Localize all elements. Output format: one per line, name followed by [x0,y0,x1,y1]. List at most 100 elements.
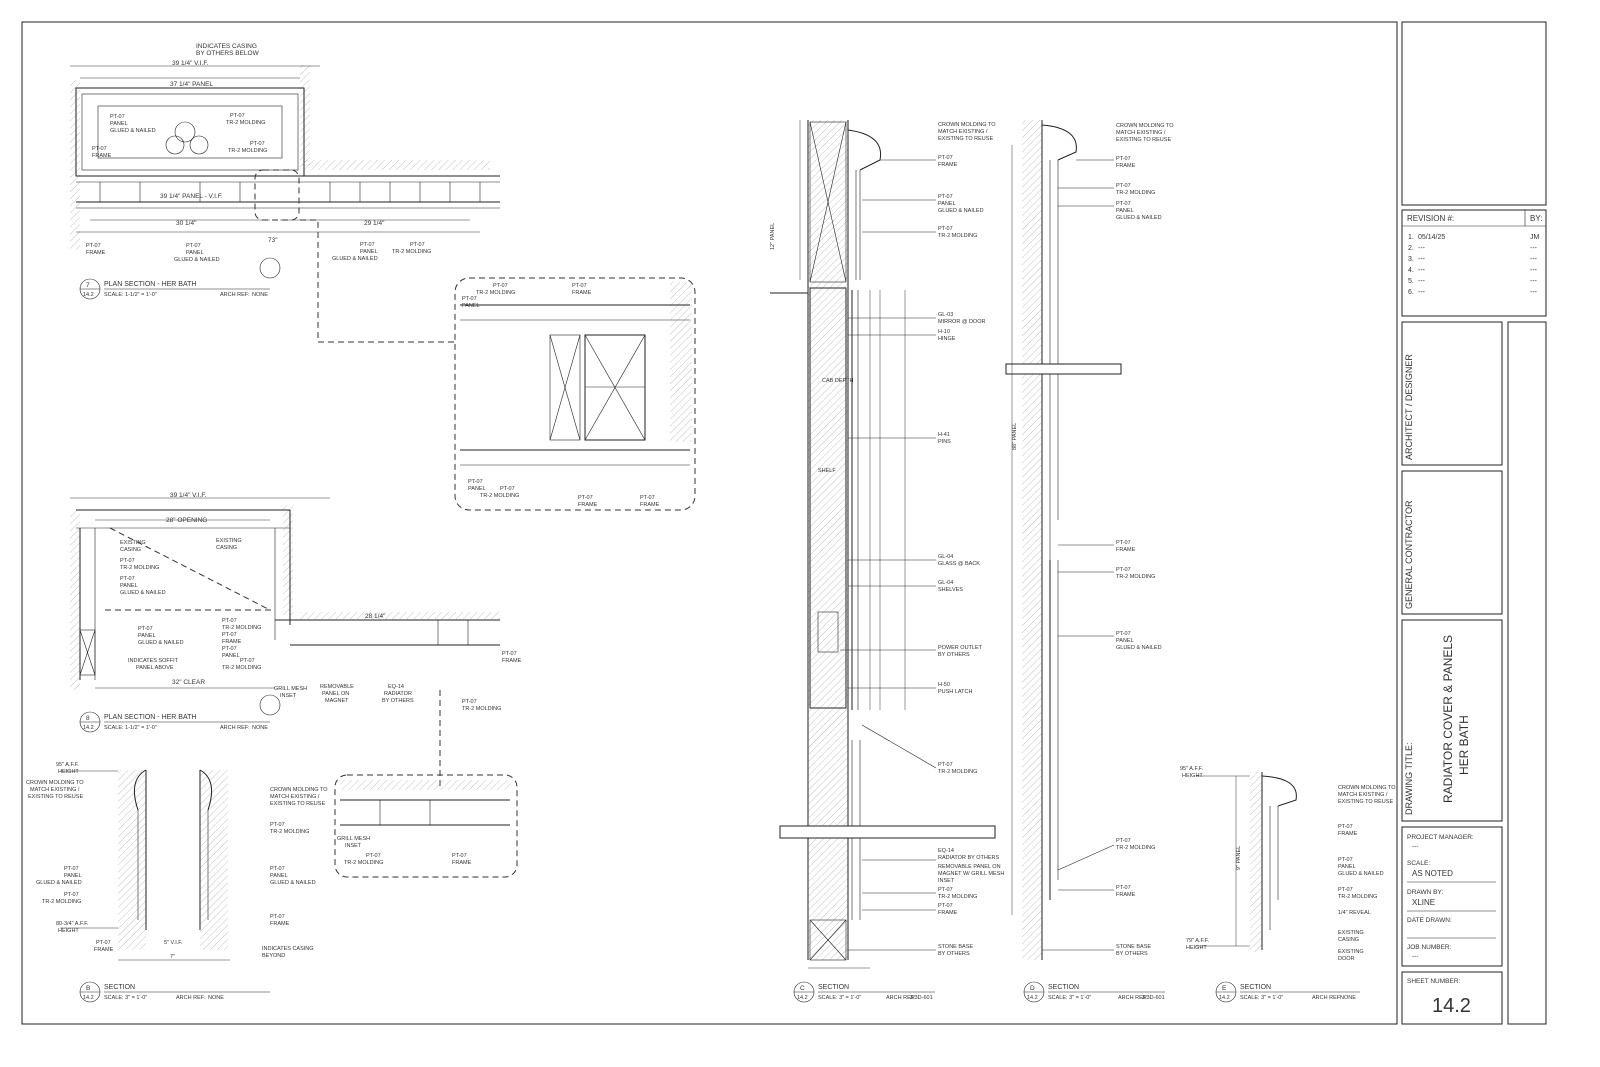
svg-text:4.: 4. [1408,267,1414,274]
svg-text:PT-07: PT-07 [572,283,587,289]
architect-label: ARCHITECT / DESIGNER [1404,354,1414,460]
svg-text:PT-07: PT-07 [640,495,655,501]
svg-text:EXISTING TO REUSE: EXISTING TO REUSE [938,136,993,142]
svg-text:73": 73" [268,237,278,244]
svg-text:MAGNET W/ GRILL MESH: MAGNET W/ GRILL MESH [938,871,1004,877]
svg-text:EXISTING: EXISTING [216,538,242,544]
svg-text:TR-2 MOLDING: TR-2 MOLDING [226,120,265,126]
svg-text:37 1/4" PANEL: 37 1/4" PANEL [170,81,213,88]
svg-text:TR-2 MOLDING: TR-2 MOLDING [1116,845,1155,851]
svg-text:TR-2 MOLDING: TR-2 MOLDING [462,706,501,712]
revision-header: REVISION #: [1407,214,1454,223]
svg-text:GRILL MESH: GRILL MESH [337,836,370,842]
svg-text:PT-07: PT-07 [1116,885,1131,891]
svg-text:14.2: 14.2 [83,995,94,1001]
svg-text:8: 8 [86,715,90,722]
svg-text:PT-07: PT-07 [1116,540,1131,546]
svg-text:PT-07: PT-07 [493,283,508,289]
svg-text:NONE: NONE [252,292,268,298]
svg-text:CAB DEPTH: CAB DEPTH [822,378,854,384]
svg-text:PT-07: PT-07 [578,495,593,501]
svg-text:PANEL: PANEL [64,873,82,879]
svg-text:TR-2 MOLDING: TR-2 MOLDING [938,233,977,239]
svg-text:---: --- [1530,256,1538,263]
svg-text:PT-07: PT-07 [120,558,135,564]
svg-text:FRAME: FRAME [86,250,106,256]
svg-text:GLUED & NAILED: GLUED & NAILED [1116,645,1162,651]
svg-text:SHELVES: SHELVES [938,587,963,593]
section-e-notes: CROWN MOLDING TO MATCH EXISTING / EXISTI… [1338,785,1396,962]
svg-text:PT-07: PT-07 [938,155,953,161]
title-block: REVISION #: BY: 1. 05/14/25 JM 2. --- --… [1401,21,1547,1025]
svg-text:TR-2 MOLDING: TR-2 MOLDING [222,665,261,671]
svg-text:DATE DRAWN:: DATE DRAWN: [1407,917,1452,924]
svg-text:GLUED & NAILED: GLUED & NAILED [938,208,984,214]
svg-text:PT-07: PT-07 [64,866,79,872]
svg-text:PT-07: PT-07 [96,940,111,946]
svg-text:PT-07: PT-07 [452,853,467,859]
svg-text:INSET: INSET [280,693,297,699]
svg-text:PANEL: PANEL [938,201,956,207]
section-d: 88" PANEL CROWN MOLDING TO MATCH EXISTIN… [1005,120,1174,1003]
svg-text:---: --- [1530,245,1538,252]
svg-text:FRAME: FRAME [1116,547,1136,553]
svg-text:14.2: 14.2 [1027,995,1038,1001]
svg-text:BEYOND: BEYOND [262,953,285,959]
svg-text:CROWN MOLDING TO: CROWN MOLDING TO [938,122,996,128]
svg-text:INDICATES CASING: INDICATES CASING [196,43,257,50]
view-title: SECTION [818,984,849,991]
svg-text:2.: 2. [1408,245,1414,252]
architect-box [1401,321,1503,466]
svg-text:7": 7" [170,954,175,960]
svg-text:REMOVABLE PANEL ON: REMOVABLE PANEL ON [938,864,1001,870]
svg-text:STONE BASE: STONE BASE [938,944,973,950]
svg-text:SCALE: 1-1/2" = 1'-0": SCALE: 1-1/2" = 1'-0" [104,725,157,731]
svg-text:80-3/4" A.F.F.: 80-3/4" A.F.F. [56,921,89,927]
svg-text:POWER OUTLET: POWER OUTLET [938,645,983,651]
svg-text:DRAWN BY:: DRAWN BY: [1407,889,1443,896]
svg-text:14.2: 14.2 [1219,995,1230,1001]
svg-text:PT-07: PT-07 [230,113,245,119]
svg-text:EQ-14: EQ-14 [938,848,954,854]
svg-text:MATCH EXISTING /: MATCH EXISTING / [30,787,80,793]
svg-text:14.2: 14.2 [83,292,94,298]
svg-text:TR-2 MOLDING: TR-2 MOLDING [480,493,519,499]
svg-text:PT-07: PT-07 [1116,567,1131,573]
svg-text:SHEET NUMBER:: SHEET NUMBER: [1407,978,1461,985]
contractor-label: GENERAL CONTRACTOR [1404,500,1414,609]
svg-text:CASING: CASING [216,545,237,551]
svg-text:PT-07: PT-07 [1338,887,1353,893]
svg-text:PT-07: PT-07 [462,699,477,705]
svg-text:MATCH EXISTING /: MATCH EXISTING / [1116,130,1166,136]
svg-text:---: --- [1418,289,1426,296]
svg-text:TR-2 MOLDING: TR-2 MOLDING [344,860,383,866]
svg-text:SHELF: SHELF [818,468,836,474]
svg-text:PT-07: PT-07 [250,141,265,147]
view-title: PLAN SECTION - HER BATH [104,714,196,721]
plan-section-7: INDICATES CASING BY OTHERS BELOW 39 1/4"… [70,43,500,300]
svg-text:HEIGHT: HEIGHT [1182,773,1203,779]
revision-row: 6. --- --- [1408,289,1538,296]
svg-text:D: D [1030,985,1035,992]
svg-text:PT-07: PT-07 [410,242,425,248]
svg-text:FRAME: FRAME [938,162,958,168]
svg-text:EXISTING TO REUSE: EXISTING TO REUSE [1338,799,1393,805]
svg-text:FRAME: FRAME [94,947,114,953]
svg-text:FRAME: FRAME [222,639,242,645]
svg-text:PT-07: PT-07 [502,651,517,657]
logo-box [1401,21,1547,206]
plan-section-8: 39 1/4" V.I.F. 28" OPENING 32" CLEAR 28 … [70,492,522,733]
svg-text:GL-04: GL-04 [938,580,953,586]
svg-text:PANEL: PANEL [270,873,288,879]
svg-text:EXISTING: EXISTING [1338,930,1364,936]
svg-text:RADIATOR BY OTHERS: RADIATOR BY OTHERS [938,855,999,861]
svg-text:JM: JM [1530,234,1540,241]
svg-text:TR-2 MOLDING: TR-2 MOLDING [228,148,267,154]
svg-text:GLUED & NAILED: GLUED & NAILED [120,590,166,596]
svg-text:12" PANEL: 12" PANEL [770,223,776,250]
svg-text:GRILL MESH: GRILL MESH [274,686,307,692]
svg-text:PT-07: PT-07 [270,866,285,872]
view-title: SECTION [104,984,135,991]
svg-text:FRAME: FRAME [938,910,958,916]
